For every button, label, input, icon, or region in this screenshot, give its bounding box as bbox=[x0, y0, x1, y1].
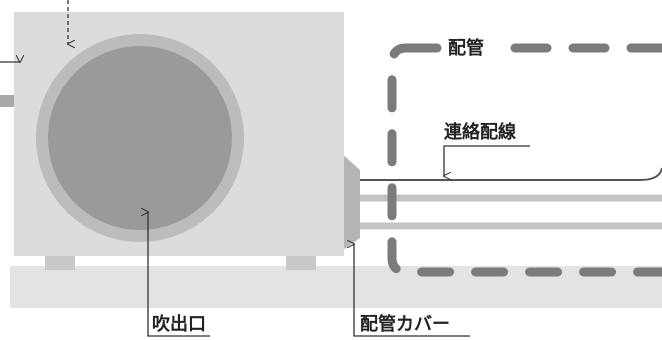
unit-foot-left bbox=[45, 252, 75, 270]
piping-cover-leader bbox=[354, 244, 470, 337]
connecting-wire-leader bbox=[444, 145, 530, 176]
label-piping: 配管 bbox=[448, 38, 484, 59]
connecting-wire-line bbox=[352, 167, 662, 181]
piping-area-outline bbox=[387, 43, 662, 277]
left-stub bbox=[0, 95, 14, 107]
fan-disc bbox=[48, 46, 232, 230]
label-air-outlet: 吹出口 bbox=[152, 314, 206, 335]
label-piping-cover: 配管カバー bbox=[360, 314, 450, 335]
air-outlet-leader bbox=[148, 212, 210, 337]
piping-cover bbox=[340, 152, 360, 252]
label-connecting-wire: 連絡配線 bbox=[444, 122, 516, 143]
base-slab bbox=[10, 266, 662, 308]
unit-foot-right bbox=[286, 252, 316, 270]
